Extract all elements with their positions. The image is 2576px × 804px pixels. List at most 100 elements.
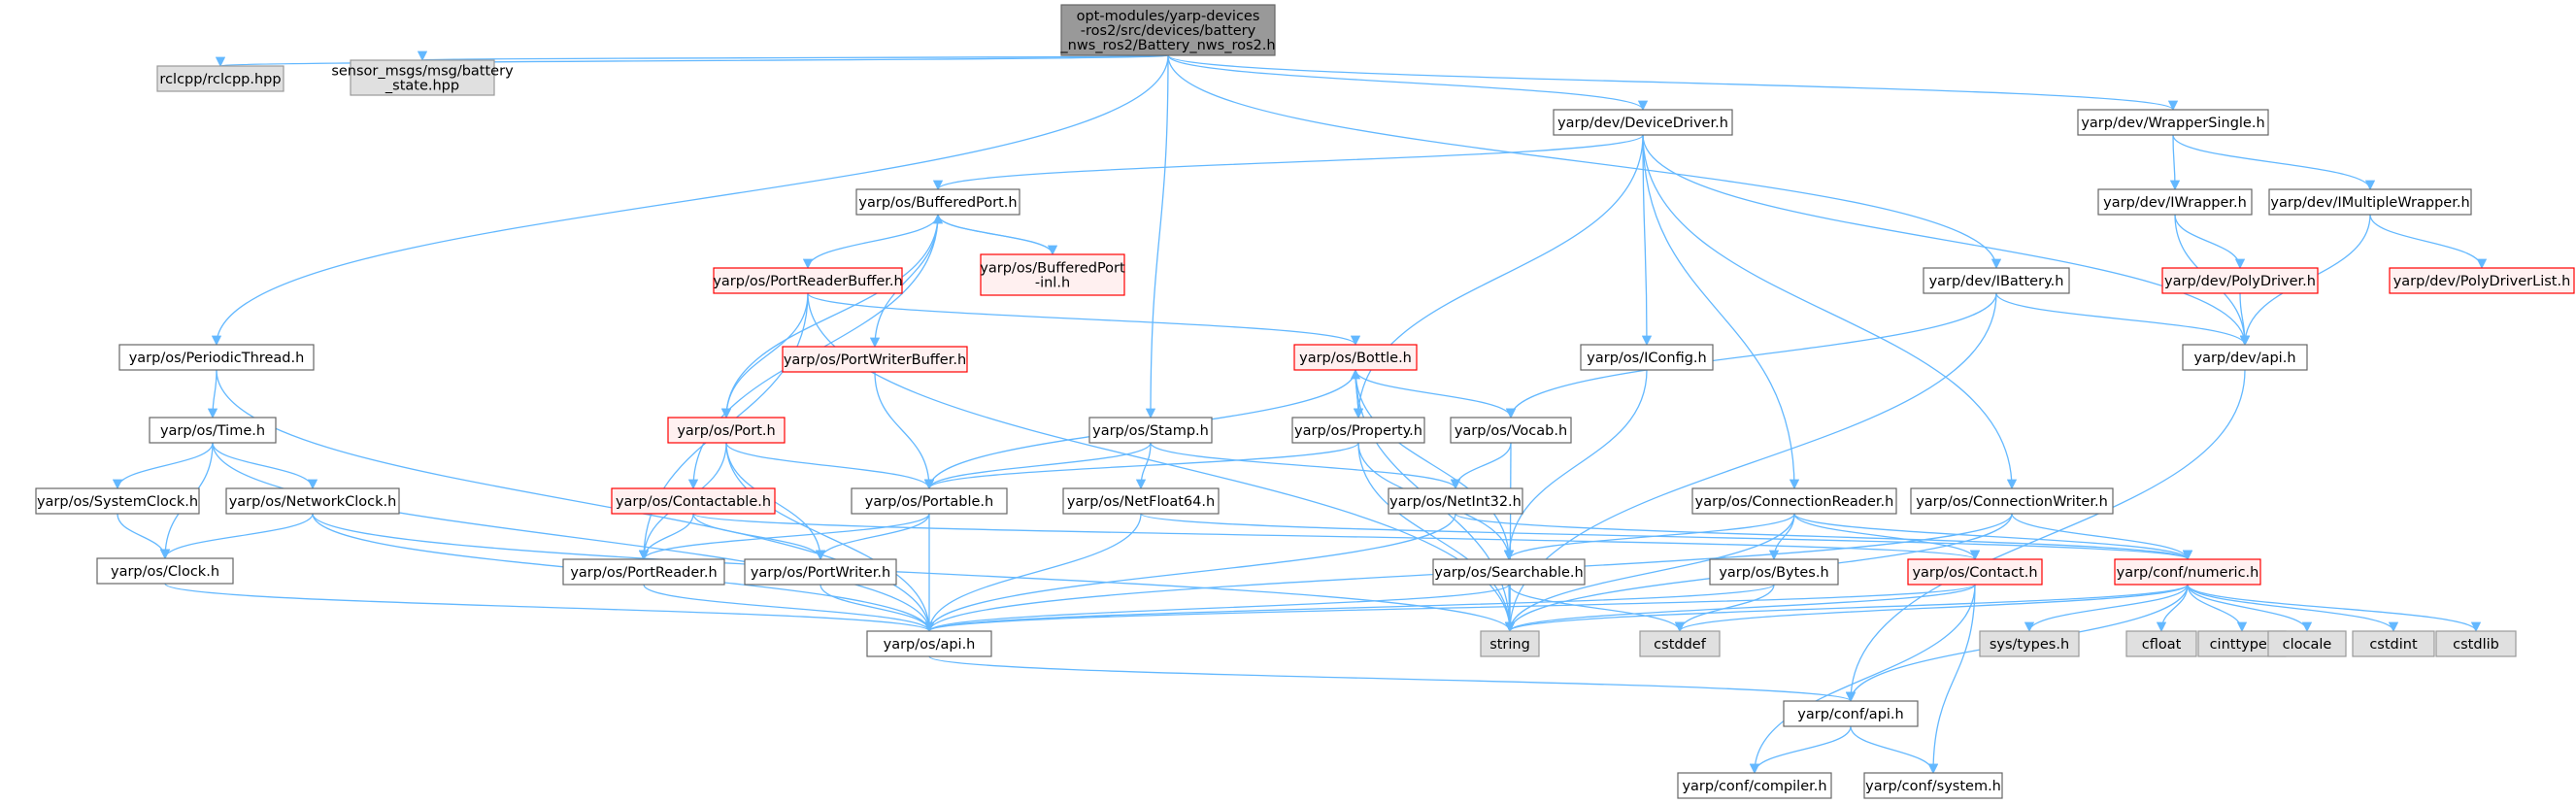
node-property[interactable]: yarp/os/Property.h [1291,417,1425,444]
node-label: yarp/os/PortWriter.h [751,565,890,581]
node-box [1709,558,1839,586]
node-connectionreader[interactable]: yarp/os/ConnectionReader.h [1691,487,1897,515]
edge-connectionreader-to-string [1504,513,1795,633]
node-box [2435,630,2517,657]
edge-line [692,513,826,561]
edge-line [928,655,1856,703]
node-label: yarp/os/Port.h [677,423,775,439]
edge-bottle-to-vocab [1355,369,1517,419]
node-box [980,253,1125,296]
node-label: cstdint [2369,637,2418,653]
node-dev-api[interactable]: yarp/dev/api.h [2182,344,2308,371]
edge-line [1145,54,1169,419]
node-polydriver[interactable]: yarp/dev/PolyDriver.h [2161,267,2319,294]
edge-bufferedport-to-port [720,214,939,419]
edge-line [638,513,930,561]
node-bufferedport[interactable]: yarp/os/BufferedPort.h [855,188,1020,216]
node-devicedriver[interactable]: yarp/dev/DeviceDriver.h [1553,109,1733,136]
node-connectionwriter[interactable]: yarp/os/ConnectionWriter.h [1910,487,2114,515]
node-portwriterbuffer[interactable]: yarp/os/PortWriterBuffer.h [782,346,968,373]
node-conf-api[interactable]: yarp/conf/api.h [1783,700,1919,727]
node-label: yarp/dev/IBattery.h [1929,274,2064,289]
node-portreader[interactable]: yarp/os/PortReader.h [562,558,725,586]
node-root[interactable]: opt-modules/yarp-devices-ros2/src/device… [1059,4,1276,56]
node-label: yarp/conf/api.h [1797,707,1903,722]
node-bottle[interactable]: yarp/os/Bottle.h [1293,344,1418,371]
node-label: yarp/dev/DeviceDriver.h [1557,116,1728,131]
node-system[interactable]: yarp/conf/system.h [1863,772,2003,799]
edge-connectionreader-to-searchable [1503,513,1795,561]
node-iwrapper[interactable]: yarp/dev/IWrapper.h [2097,188,2253,216]
node-time[interactable]: yarp/os/Time.h [149,417,277,444]
node-box [2114,558,2261,586]
node-label: cinttypes [2210,637,2275,653]
node-netfloat64[interactable]: yarp/os/NetFloat64.h [1062,487,1220,515]
edge-numeric-to-cstddef [1675,584,2189,633]
node-networkclock[interactable]: yarp/os/NetworkClock.h [225,487,400,515]
edge-line [2187,584,2399,633]
edge-contact-to-os_api [924,584,1976,633]
edge-bottle-to-searchable [1355,369,1515,561]
edge-line [1450,442,1512,490]
node-contactable[interactable]: yarp/os/Contactable.h [611,487,776,515]
edge-devicedriver-to-bufferedport [933,134,1644,191]
edge-polydriver-to-dev_api [2239,292,2251,347]
node-clocale: clocale [2267,630,2347,657]
node-os-api[interactable]: yarp/os/api.h [866,630,992,657]
edge-line [159,513,314,560]
node-netint32[interactable]: yarp/os/NetInt32.h [1388,487,1523,515]
node-box [855,188,1020,216]
node-imultiplewrapper[interactable]: yarp/dev/IMultipleWrapper.h [2268,188,2472,216]
node-label: yarp/os/Time.h [160,423,265,439]
edge-line [1504,584,1976,633]
node-compiler[interactable]: yarp/conf/compiler.h [1677,772,1832,799]
node-box [1580,344,1714,371]
node-bufferedport-inl[interactable]: yarp/os/BufferedPort-inl.h [980,253,1125,296]
edge-time-to-networkclock [212,442,318,490]
node-polydriverlist[interactable]: yarp/dev/PolyDriverList.h [2389,267,2575,294]
edge-line [2187,584,2248,633]
edge-line [692,513,1980,561]
node-portable[interactable]: yarp/os/Portable.h [851,487,1008,515]
node-numeric[interactable]: yarp/conf/numeric.h [2114,558,2261,586]
edge-line [1167,54,2002,270]
edge-periodicthread-to-time [207,369,218,419]
node-label: _nws_ros2/Battery_nws_ros2.h [1059,38,1275,53]
node-vocab[interactable]: yarp/os/Vocab.h [1450,417,1572,444]
node-label: yarp/os/Searchable.h [1434,565,1583,581]
edge-netfloat64-to-os_api [923,513,1142,633]
edge-line [1504,513,1795,633]
edge-contactable-to-contact [692,513,1980,561]
edge-line [924,584,1976,633]
edge-vocab-to-string [1504,442,1516,633]
node-portreaderbuffer[interactable]: yarp/os/PortReaderBuffer.h [713,267,903,294]
node-iconfig[interactable]: yarp/os/IConfig.h [1580,344,1714,371]
edge-root-to-wrappersingle [1167,54,2178,112]
edge-property-to-string [1357,442,1516,633]
node-stamp[interactable]: yarp/os/Stamp.h [1088,417,1213,444]
node-label: yarp/os/NetFloat64.h [1067,494,1215,510]
edge-numeric-to-cstdlib [2187,584,2482,633]
node-portwriter[interactable]: yarp/os/PortWriter.h [744,558,897,586]
node-label: yarp/os/Stamp.h [1092,423,1209,439]
edge-line [1503,369,1648,561]
node-box [744,558,897,586]
node-bytes[interactable]: yarp/os/Bytes.h [1709,558,1839,586]
edge-portreader-to-os_api [643,584,935,633]
edge-numeric-to-cinttypes [2187,584,2248,633]
node-cstdlib: cstdlib [2435,630,2517,657]
edge-line [1642,134,1800,490]
edge-contact-to-system [1927,584,1976,775]
node-contact[interactable]: yarp/os/Contact.h [1907,558,2043,586]
edge-conf_api-to-compiler [1749,725,1852,775]
edge-bufferedport_inl-to-bufferedport [932,213,1054,255]
node-wrappersingle[interactable]: yarp/dev/WrapperSingle.h [2077,109,2269,136]
node-ibattery[interactable]: yarp/dev/IBattery.h [1923,267,2070,294]
node-systemclock[interactable]: yarp/os/SystemClock.h [35,487,200,515]
node-periodicthread[interactable]: yarp/os/PeriodicThread.h [118,344,315,371]
node-clock[interactable]: yarp/os/Clock.h [96,557,234,585]
edge-numeric-to-cstdint [2187,584,2399,633]
node-searchable[interactable]: yarp/os/Searchable.h [1432,558,1586,586]
node-label: rclcpp/rclcpp.hpp [159,72,281,87]
node-port[interactable]: yarp/os/Port.h [667,417,786,444]
